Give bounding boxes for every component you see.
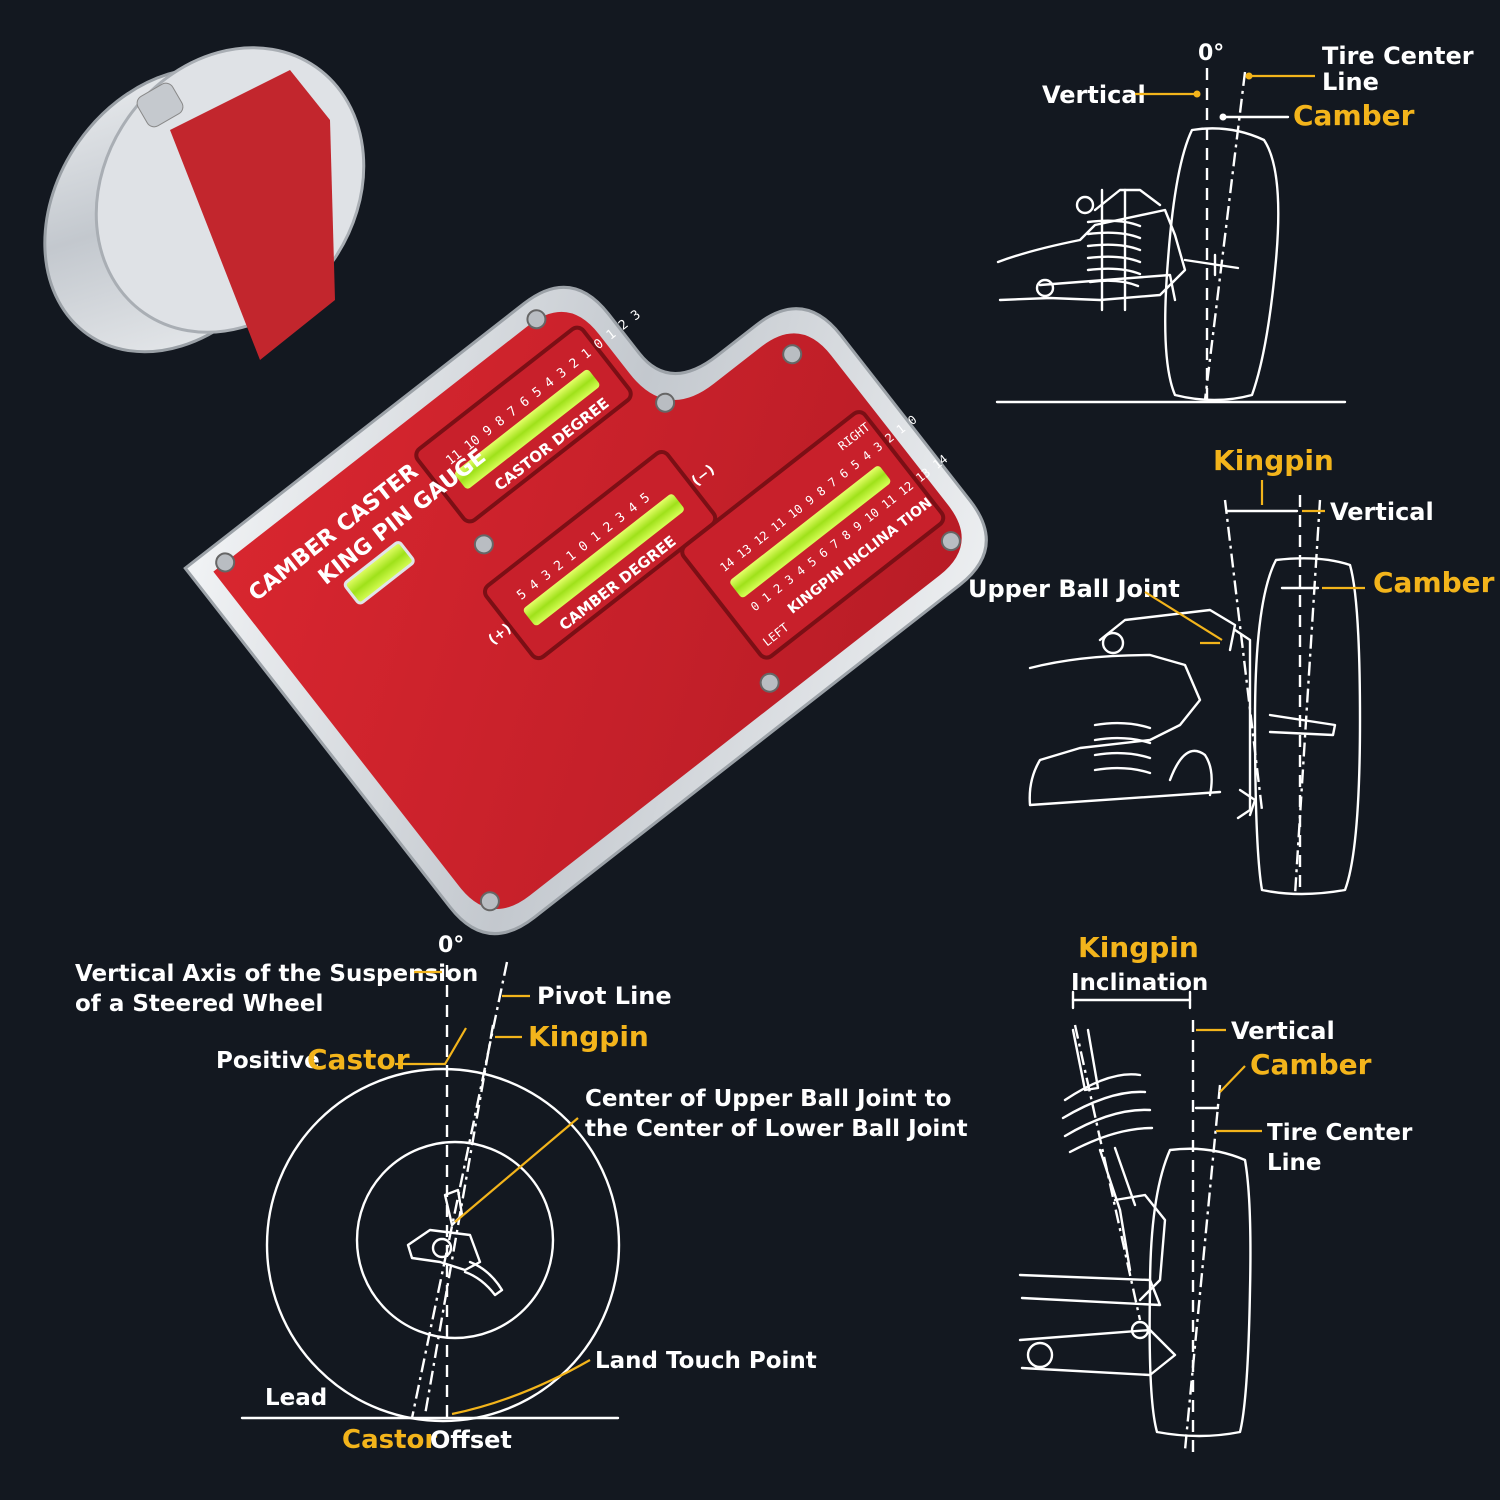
- kingpin-label: Kingpin: [1213, 444, 1334, 477]
- kpi-kingpin-label: Kingpin: [1078, 931, 1199, 964]
- kpi-tire-center-label-2: Line: [1267, 1150, 1322, 1176]
- kpi-camber-label: Camber: [1250, 1048, 1372, 1081]
- kingpin-diagram: Kingpin Vertical Upper Ball Joint Camber: [968, 444, 1495, 896]
- land-touch-point-label: Land Touch Point: [595, 1348, 817, 1374]
- upper-ball-joint-label: Upper Ball Joint: [968, 575, 1180, 603]
- center-ball-joint-label-2: the Center of Lower Ball Joint: [585, 1116, 968, 1142]
- kingpin-tire-shape: [1253, 557, 1362, 896]
- camber-tire-center-label-1: Tire Center: [1322, 42, 1474, 70]
- gauge-device: CAMBER CASTER KING PIN GAUGE 11 10 9 8 7…: [43, 46, 988, 936]
- castor-diagram: 0° Vertical Axis of the Suspension of a …: [75, 933, 968, 1455]
- gauge-screws: [215, 309, 961, 912]
- lead-label: Lead: [265, 1385, 327, 1411]
- kingpin-vertical-label: Vertical: [1330, 498, 1434, 526]
- camber-tire-shape: [1164, 127, 1280, 402]
- castor-tire-outer: [265, 1067, 621, 1423]
- camber-zero-label: 0°: [1198, 41, 1224, 66]
- kpi-suspension-sketch: [1018, 1028, 1177, 1377]
- gauge-mount: [43, 46, 366, 360]
- camber-tire-center-label-2: Line: [1322, 68, 1379, 96]
- camber-vertical-label: Vertical: [1042, 81, 1146, 109]
- positive-castor-label: Castor: [307, 1043, 410, 1076]
- castor-offset-castor-label: Castor: [342, 1425, 437, 1455]
- positive-label: Positive: [216, 1048, 320, 1074]
- vertical-axis-label-1: Vertical Axis of the Suspension: [75, 961, 478, 987]
- gauge-body: CAMBER CASTER KING PIN GAUGE 11 10 9 8 7…: [183, 285, 988, 936]
- pivot-line-label: Pivot Line: [537, 982, 672, 1010]
- gauge-top-vial: [343, 541, 415, 605]
- castor-zero-label: 0°: [438, 933, 464, 958]
- kingpin-camber-label: Camber: [1373, 566, 1495, 599]
- kingpin-suspension-sketch: [1028, 608, 1337, 820]
- center-ball-joint-label-1: Center of Upper Ball Joint to: [585, 1086, 951, 1112]
- castor-kingpin-label: Kingpin: [528, 1020, 649, 1053]
- camber-suspension-sketch: [996, 188, 1240, 312]
- vertical-axis-label-2: of a Steered Wheel: [75, 991, 323, 1017]
- kpi-inclination-label: Inclination: [1071, 970, 1208, 996]
- kpi-diagram: Kingpin Inclination Vertical Camber Tire…: [1018, 931, 1413, 1455]
- kpi-tire-center-label-1: Tire Center: [1267, 1120, 1413, 1146]
- camber-diagram: 0° Vertical Tire Center Line Camber: [995, 41, 1474, 404]
- castor-rim: [355, 1140, 555, 1340]
- kpi-vertical-label: Vertical: [1231, 1017, 1335, 1045]
- camber-angle-label: Camber: [1293, 99, 1415, 132]
- castor-offset-offset-label: Offset: [430, 1426, 512, 1454]
